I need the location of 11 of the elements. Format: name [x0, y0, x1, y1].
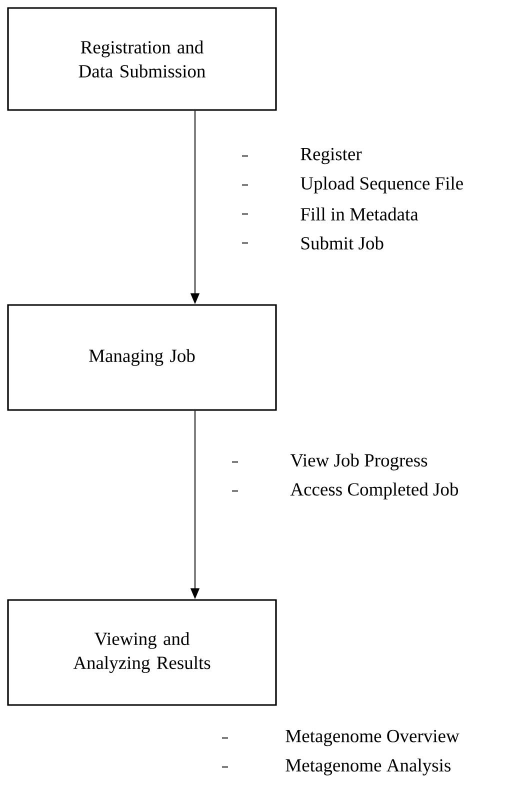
process-box: Viewing and Analyzing Results [7, 599, 277, 706]
list-item: Metagenome Overview [286, 730, 460, 746]
list-item: Metagenome Analysis [286, 758, 450, 776]
list-item: Access Completed Job [290, 482, 458, 500]
process-box: Managing Job [7, 304, 277, 411]
list-item: Submit Job [301, 236, 384, 250]
list-item: Upload Sequence File [300, 176, 463, 194]
list-item: Fill in Metadata [300, 207, 418, 221]
list-item: View Job Progress [290, 454, 428, 470]
process-box: Registration and Data Submission [7, 7, 277, 111]
list-item: Register [300, 148, 362, 164]
